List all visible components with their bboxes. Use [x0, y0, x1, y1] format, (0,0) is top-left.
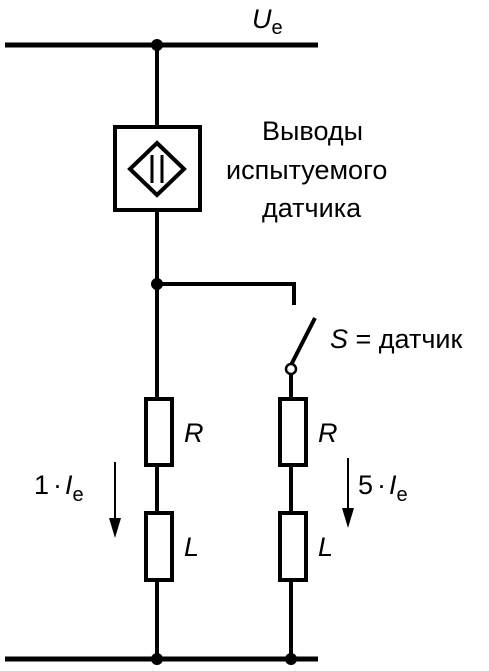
switch-symbol: S — [330, 324, 348, 354]
junction-bottom-left — [151, 653, 163, 665]
switch-s — [284, 317, 317, 376]
switch-label: S = датчик — [330, 324, 462, 354]
left-inductor — [144, 511, 174, 582]
sensor-device — [113, 125, 202, 212]
right-current-label: 5·Ie — [358, 470, 408, 506]
junction-bottom-right — [285, 653, 297, 665]
right-resistor-label: R — [318, 418, 338, 448]
right-current-multiplier: 5 — [358, 470, 373, 500]
switch-label-rest: = датчик — [348, 324, 462, 354]
sensor-symbol-icon — [127, 140, 187, 198]
device-label-line-2: испытуемого — [226, 155, 387, 185]
right-current-symbol: I — [389, 470, 397, 500]
right-current-arrow-icon — [342, 458, 354, 528]
left-resistor-label: R — [184, 418, 204, 448]
supply-label: Ue — [252, 4, 283, 39]
right-resistor — [278, 397, 308, 467]
left-current-arrow-icon — [109, 462, 121, 538]
right-inductor-label: L — [318, 532, 333, 562]
left-current-symbol: I — [65, 470, 73, 500]
junction-top — [151, 39, 163, 51]
left-inductor-label: L — [184, 532, 199, 562]
supply-subscript: e — [272, 17, 283, 39]
device-label-line-3: датчика — [262, 193, 362, 223]
left-current-multiplier: 1 — [34, 470, 49, 500]
left-current-subscript: e — [73, 484, 84, 506]
right-current-subscript: e — [397, 484, 408, 506]
left-resistor — [144, 397, 174, 467]
device-label-line-1: Выводы — [262, 116, 363, 146]
supply-symbol: U — [252, 4, 272, 34]
junction-node — [151, 278, 163, 290]
left-current-label: 1·Ie — [34, 470, 84, 506]
wire-node-to-switch — [157, 282, 296, 305]
right-inductor — [278, 511, 308, 582]
